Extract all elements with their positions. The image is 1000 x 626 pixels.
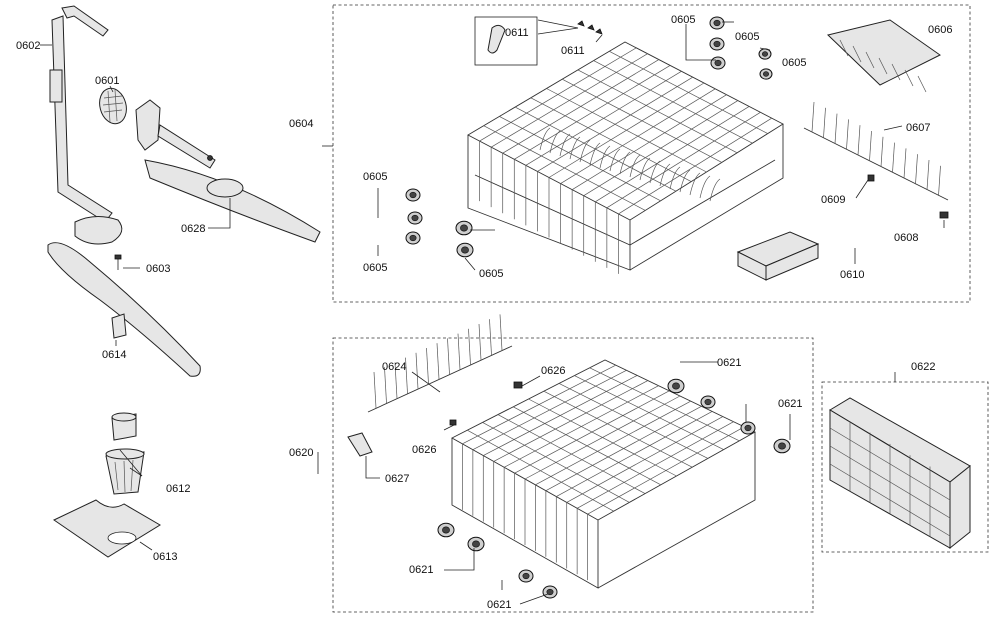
lower-rack-wheels-0621 [437,378,791,599]
label-0605-top: 0605 [671,14,695,26]
leader-lines [40,19,945,605]
label-0601: 0601 [95,75,119,87]
label-0604: 0604 [289,118,313,130]
micro-filter-plate-0613 [53,499,161,558]
upper-rack-wheels-0605 [405,16,773,258]
part-labels: 0602 0601 0603 0614 0628 0612 0613 0604 … [16,14,952,611]
clip-0609 [867,174,875,182]
label-0622: 0622 [911,361,935,373]
label-0608: 0608 [894,232,918,244]
label-0626-top: 0626 [541,365,565,377]
rack-adjuster-0610 [736,231,820,281]
tine-row-0607 [803,101,949,201]
cutlery-basket-group-box [821,381,989,553]
label-0607: 0607 [906,122,930,134]
label-0620: 0620 [289,447,313,459]
label-0626-bottom: 0626 [412,444,436,456]
label-0605-left-bottom: 0605 [363,262,387,274]
filter-assembly-0612 [105,412,145,495]
label-0603: 0603 [146,263,170,275]
label-0605-bottom: 0605 [479,268,503,280]
label-0602: 0602 [16,40,40,52]
label-0606: 0606 [928,24,952,36]
upper-spray-pipe-0602 [49,5,123,245]
tine-row-0624 [367,314,513,413]
label-0621-bottom: 0621 [487,599,511,611]
label-0621-right: 0621 [778,398,802,410]
label-0614: 0614 [102,349,126,361]
screw-0603 [114,254,122,270]
label-0605-far-right: 0605 [782,57,806,69]
label-0609: 0609 [821,194,845,206]
clip-0626-lower [449,419,457,426]
label-0621-left: 0621 [409,564,433,576]
clip-0626-upper [513,381,523,389]
clip-0627 [347,432,373,457]
label-0621-top: 0621 [717,357,741,369]
label-0612: 0612 [166,483,190,495]
lower-dish-rack [451,359,756,589]
label-0610: 0610 [840,269,864,281]
spray-arm-filter-0601 [99,87,127,125]
label-0611: 0611 [561,45,585,57]
label-0613: 0613 [153,551,177,563]
lower-rack-group-box [332,337,814,613]
label-0611-inset: 0611 [505,27,529,39]
cutlery-basket-0622 [829,397,971,550]
upper-dish-rack [467,41,784,274]
label-0624: 0624 [382,361,406,373]
upper-spray-arm-0628 [135,99,321,243]
label-0627: 0627 [385,473,409,485]
clip-0608 [939,211,949,219]
label-0605-right: 0605 [735,31,759,43]
lower-spray-arm-0614 [47,242,201,377]
cup-shelf-0606 [826,19,941,93]
label-0628: 0628 [181,223,205,235]
clip-inset-0611 [474,16,603,66]
label-0605-left-top: 0605 [363,171,387,183]
